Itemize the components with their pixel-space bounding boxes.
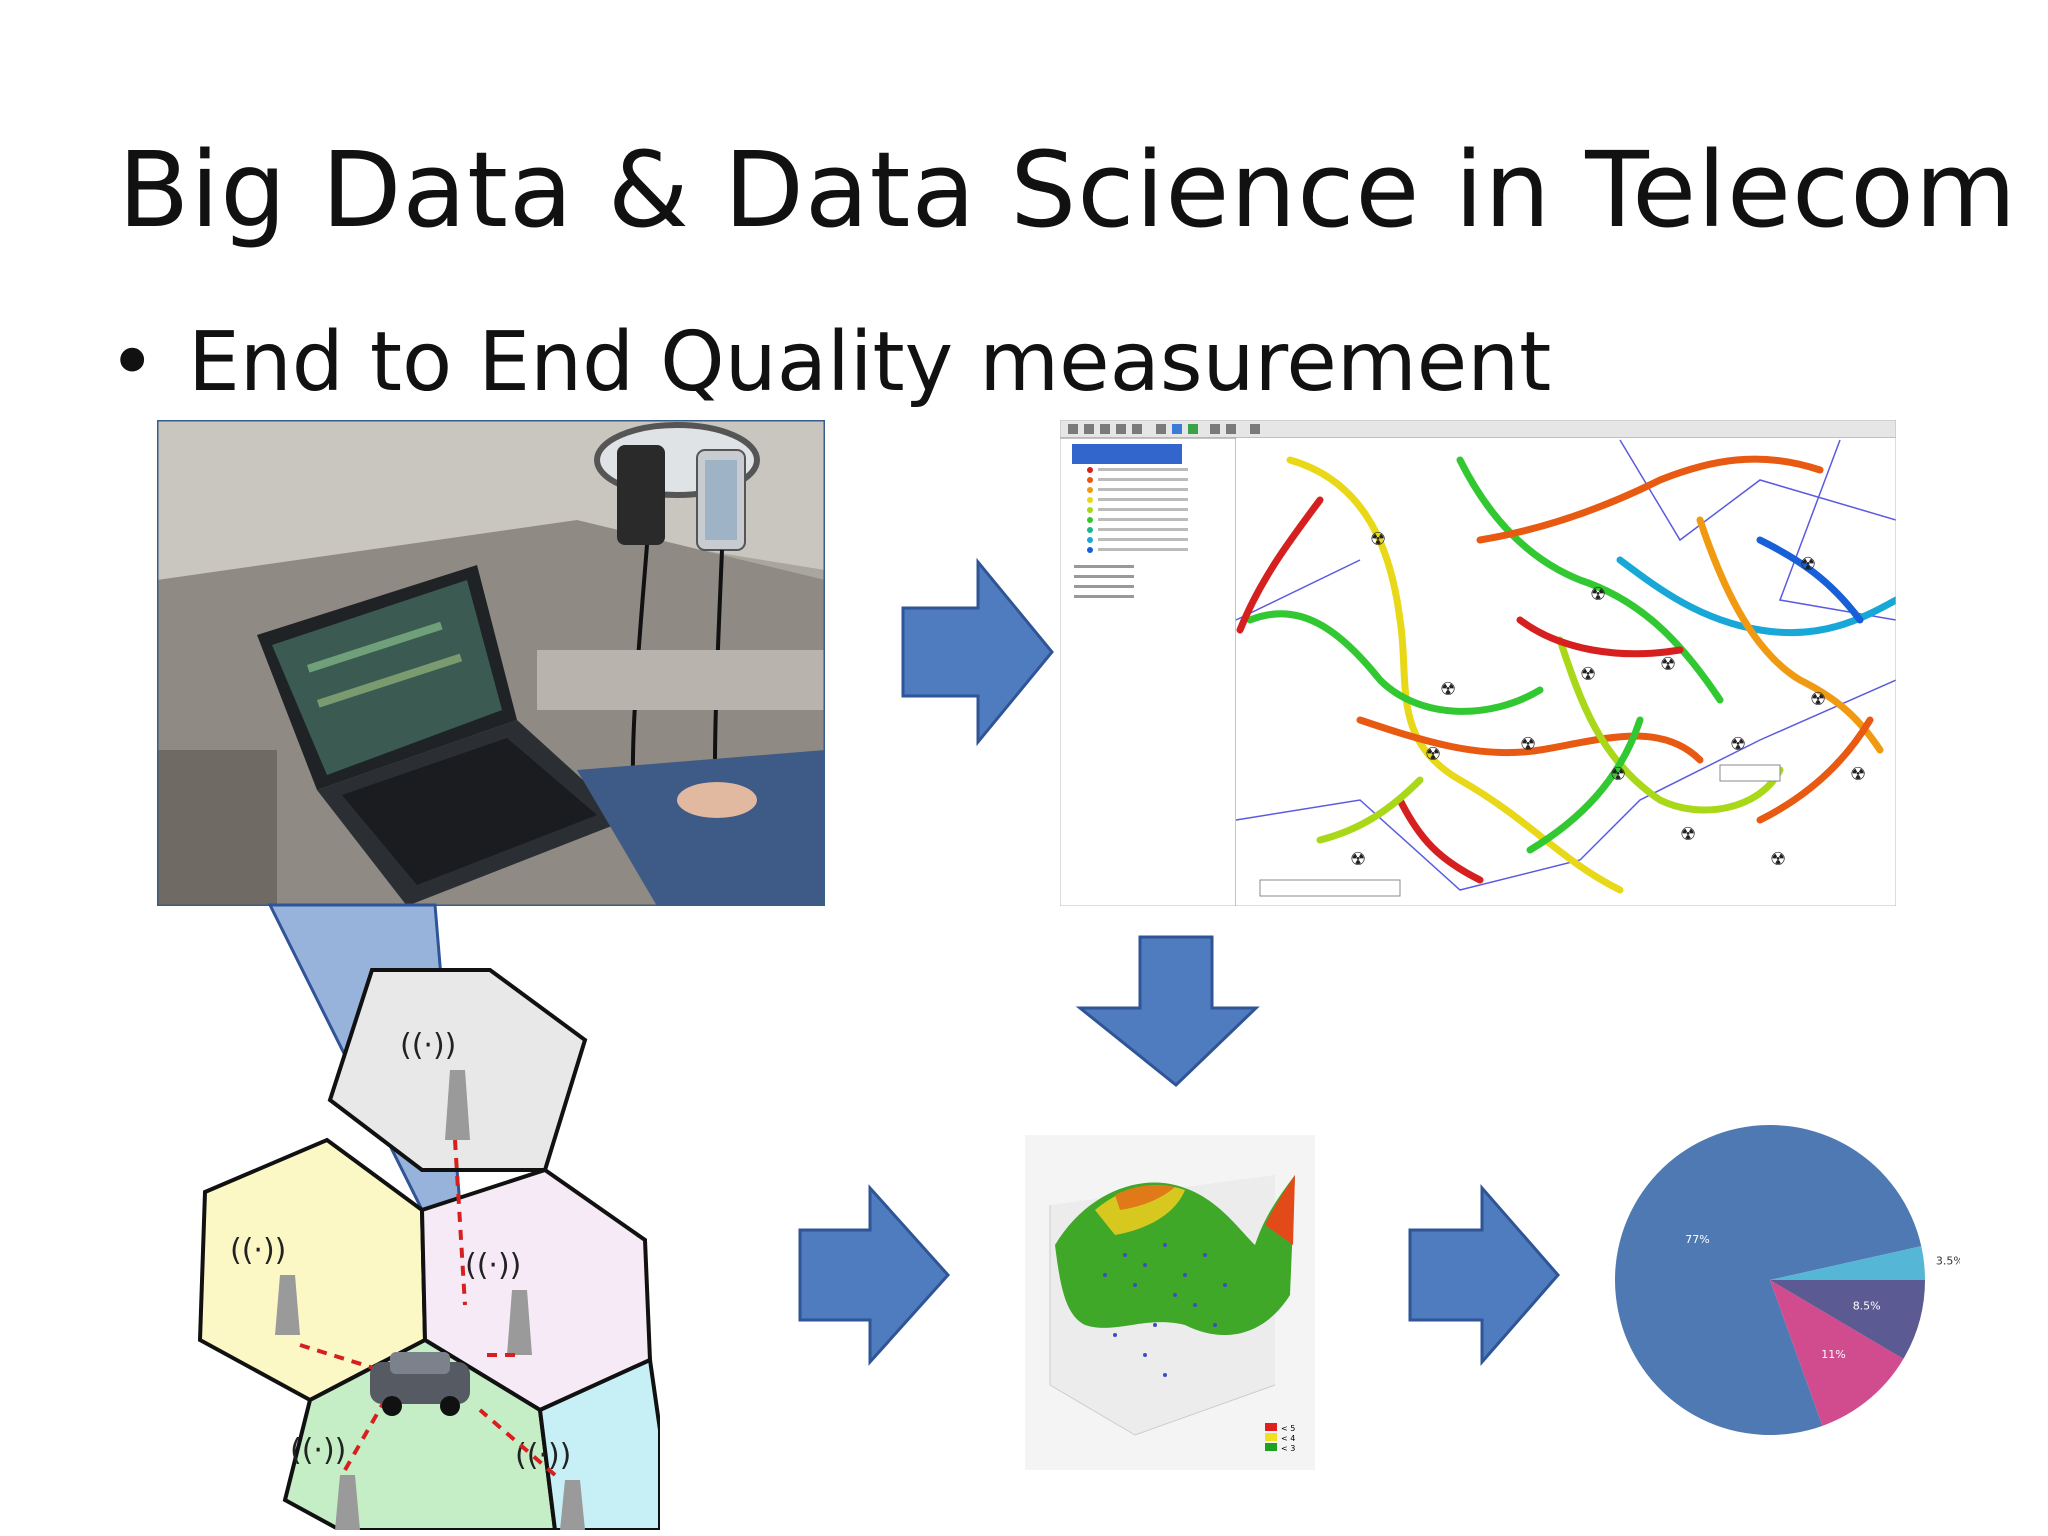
svg-text:☢: ☢ [1610,764,1626,785]
surface-legend: < 5 < 4 < 3 [1265,1423,1295,1453]
surface-plot-3d: < 5 < 4 < 3 [1025,1135,1315,1470]
pie-slice [1615,1125,1922,1435]
svg-text:☢: ☢ [1660,654,1676,675]
svg-text:☢: ☢ [1425,744,1441,765]
svg-text:☢: ☢ [1800,554,1816,575]
surface-plot-graphic: < 5 < 4 < 3 [1025,1135,1315,1470]
cell-tower-icon: ((·)) [400,1028,456,1063]
pie-slice [1770,1246,1925,1280]
arrow-down-icon [1075,935,1260,1087]
legend-label: < 4 [1281,1434,1295,1443]
arrow-right-icon [1408,1184,1560,1366]
slide-title: Big Data & Data Science in Telecom [118,129,2018,251]
car-photo-illustration [155,418,827,908]
hexagon-cells: ((·)) ((·)) ((·)) ((·)) ((·)) [197,968,662,1532]
legend-label: < 5 [1281,1424,1295,1433]
legend-label: < 3 [1281,1444,1295,1453]
arrow-right-icon [901,557,1054,747]
drive-test-map-screenshot: ☢ ☢ ☢ ☢ ☢ ☢ ☢ ☢ ☢ ☢ ☢ ☢ ☢ ☢ ☢ [1059,419,1900,907]
pie-slice-label: 11% [1821,1348,1845,1361]
svg-text:☢: ☢ [1590,584,1606,605]
map-legend-dots [1074,467,1188,598]
pie-slice [1770,1280,1904,1426]
car-photo [155,418,827,908]
pie-chart: 77% 11% 8.5% 3.5% [1600,1110,1964,1450]
cell-tower-icon: ((·)) [230,1233,286,1268]
svg-text:☢: ☢ [1850,764,1866,785]
svg-text:☢: ☢ [1440,679,1456,700]
bullet-dot-icon: • [108,315,157,410]
pie-slice-label: 8.5% [1853,1299,1881,1312]
svg-text:☢: ☢ [1810,689,1826,710]
cell-tower-icon: ((·)) [290,1433,346,1468]
svg-text:☢: ☢ [1770,849,1786,870]
cellular-network-diagram: ((·)) ((·)) ((·)) ((·)) ((·)) [160,960,662,1532]
surface-scatter-points [1103,1243,1227,1377]
svg-text:☢: ☢ [1370,529,1386,550]
arrow-right-icon [798,1184,951,1366]
cell-tower-icon: ((·)) [515,1438,571,1473]
pie-slice [1770,1279,1925,1359]
bullet-text: End to End Quality measurement [188,315,1552,410]
pie-slice-label: 77% [1685,1233,1709,1246]
svg-text:☢: ☢ [1680,824,1696,845]
pie-slice-label: 3.5% [1936,1255,1960,1268]
svg-text:☢: ☢ [1520,734,1536,755]
svg-text:☢: ☢ [1350,849,1366,870]
pie-chart-svg: 77% 11% 8.5% 3.5% [1615,1125,1964,1435]
cell-tower-icons: ((·)) ((·)) ((·)) ((·)) ((·)) [230,1028,571,1473]
car-icon [370,1352,470,1416]
svg-text:☢: ☢ [1730,734,1746,755]
svg-text:☢: ☢ [1580,664,1596,685]
cell-tower-icon: ((·)) [465,1248,521,1283]
bullet-item: • End to End Quality measurement [108,318,1551,408]
